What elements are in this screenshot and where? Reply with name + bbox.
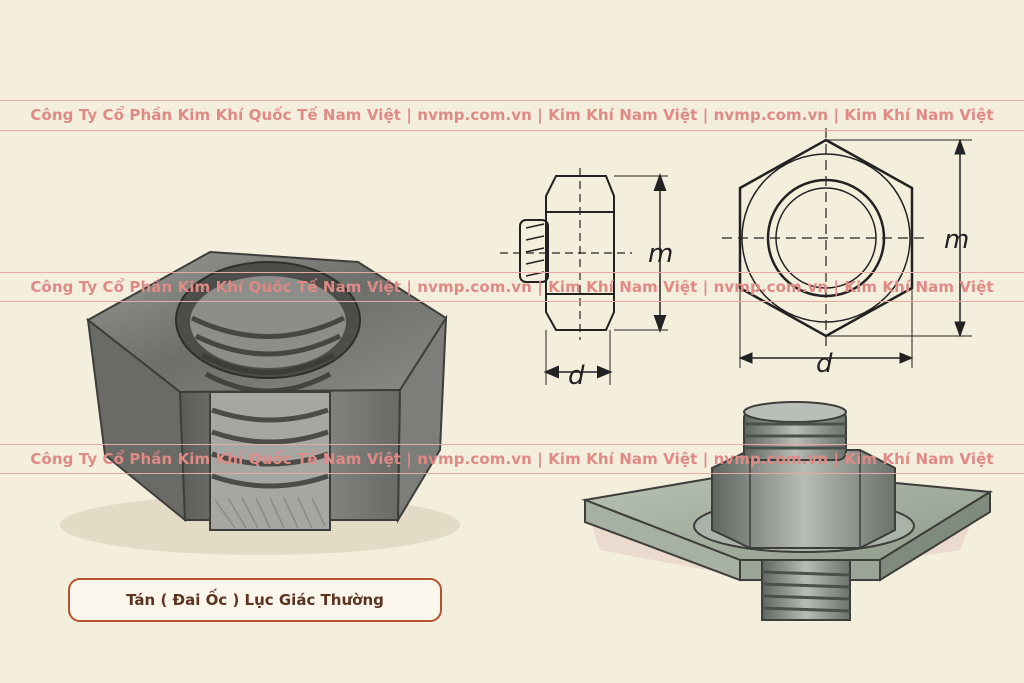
product-caption: Tán ( Đai Ốc ) Lục Giác Thường [68,578,442,622]
watermark-divider [0,100,1024,101]
front-view-m-label: m [944,225,969,255]
front-view-drawing [722,128,972,368]
bolt-and-nut-assembly-illustration [581,401,994,621]
side-view-d-label: d [568,361,585,391]
watermark-text: Công Ty Cổ Phần Kim Khí Quốc Tế Nam Việt… [30,278,994,296]
watermark-divider [0,301,1024,302]
hex-nut-cutaway-illustration [60,250,460,555]
side-view-m-label: m [648,239,673,269]
watermark-divider [0,272,1024,273]
watermark-divider [0,473,1024,474]
watermark-text: Công Ty Cổ Phần Kim Khí Quốc Tế Nam Việt… [30,450,994,468]
watermark-text: Công Ty Cổ Phần Kim Khí Quốc Tế Nam Việt… [30,106,994,124]
watermark-divider [0,130,1024,131]
product-caption-text: Tán ( Đai Ốc ) Lục Giác Thường [126,591,384,609]
side-view-drawing [500,168,668,385]
front-view-d-label: d [816,349,833,379]
watermark-divider [0,444,1024,445]
